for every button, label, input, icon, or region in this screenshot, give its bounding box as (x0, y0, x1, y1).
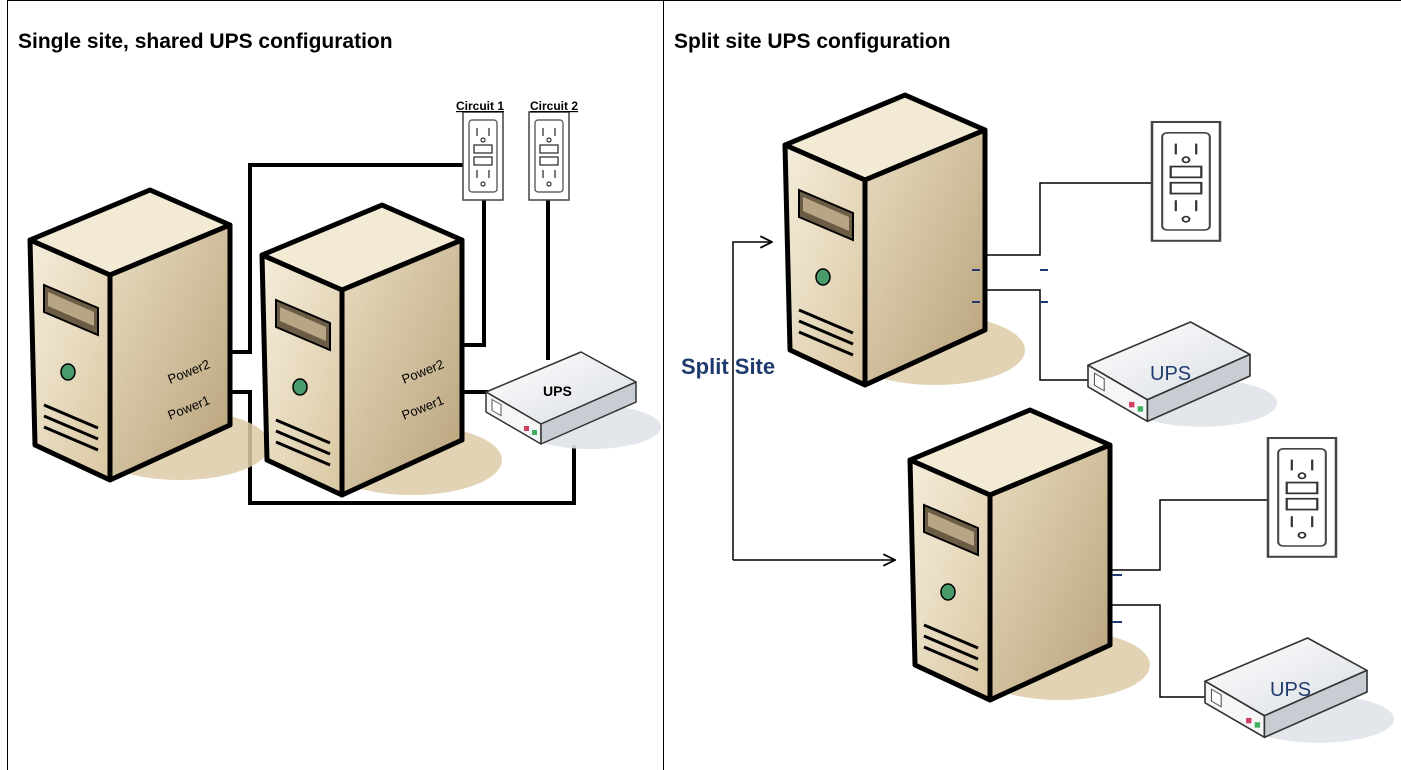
left-server-b (262, 205, 502, 495)
left-ups-icon (485, 351, 662, 450)
right-panel (663, 0, 1401, 770)
right-cables (985, 182, 1268, 698)
circuit1-label: Circuit 1 (456, 99, 504, 113)
port-marks (972, 269, 1122, 623)
right-outlet-top (1150, 120, 1222, 243)
right-server-bottom (910, 410, 1150, 700)
right-server-top (785, 95, 1025, 385)
split-site-label: Split Site (681, 354, 775, 379)
left-panel-title: Single site, shared UPS configuration (18, 30, 393, 53)
left-ups-label: UPS (543, 383, 572, 399)
right-ups-top-label: UPS (1150, 363, 1191, 385)
circuit2-label: Circuit 2 (530, 99, 578, 113)
right-ups-bottom-label: UPS (1270, 679, 1311, 701)
right-panel-title: Split site UPS configuration (674, 30, 951, 53)
left-server-a (30, 190, 270, 480)
split-site-link (732, 242, 895, 560)
circuit2-outlet (528, 111, 570, 201)
right-outlet-bottom (1266, 436, 1338, 559)
circuit1-outlet (462, 111, 504, 201)
